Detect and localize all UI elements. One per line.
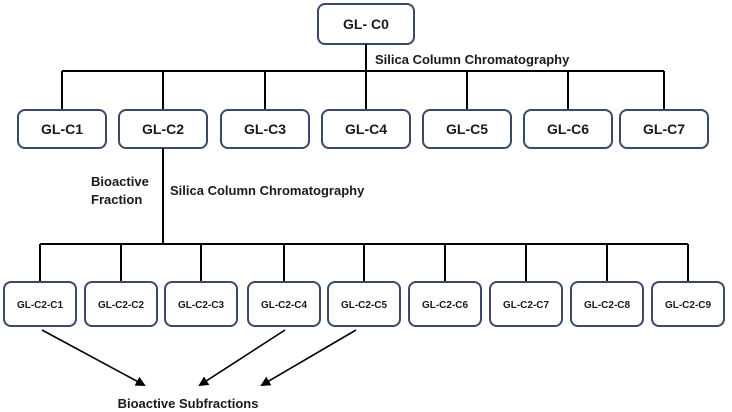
level2-node-label: GL-C2-C4 [261, 300, 308, 311]
level2-node: GL-C2-C4 [247, 281, 321, 327]
result-label: Bioactive Subfractions [118, 396, 259, 411]
step1-method-label: Silica Column Chromatography [375, 52, 570, 67]
level1-node: GL-C5 [422, 109, 512, 149]
level1-node-label: GL-C4 [345, 121, 387, 137]
arrow-from-c2-c5 [260, 329, 357, 387]
level2-node-label: GL-C2-C9 [665, 300, 712, 311]
level1-node-label: GL-C3 [244, 121, 286, 137]
bioactive-label-line1: Bioactive [91, 174, 149, 189]
level1-node-label: GL-C5 [446, 121, 488, 137]
level2-node-label: GL-C2-C5 [341, 300, 388, 311]
level1-node-label: GL-C2 [142, 121, 184, 137]
root-node-label: GL- C0 [343, 16, 389, 32]
level2-node-label: GL-C2-C6 [422, 300, 469, 311]
arrow-from-c2-c1 [41, 329, 146, 386]
level2-node: GL-C2-C5 [327, 281, 401, 327]
level1-node-label: GL-C7 [643, 121, 685, 137]
arrow-from-c2-c4 [198, 329, 286, 387]
level1-node-label: GL-C1 [41, 121, 83, 137]
level2-node-label: GL-C2-C2 [98, 300, 145, 311]
level2-node: GL-C2-C8 [570, 281, 644, 327]
level1-node: GL-C3 [220, 109, 310, 149]
level2-node: GL-C2-C9 [651, 281, 725, 327]
root-node: GL- C0 [317, 3, 415, 45]
level1-group: GL-C1 GL-C2 GL-C3 GL-C4 GL-C5 GL-C6 GL-C7 [17, 71, 709, 149]
level1-node: GL-C7 [619, 109, 709, 149]
level2-node: GL-C2-C7 [489, 281, 563, 327]
level1-node: GL-C4 [321, 109, 411, 149]
level2-node-label: GL-C2-C7 [503, 300, 550, 311]
level2-node-label: GL-C2-C8 [584, 300, 631, 311]
level2-node-label: GL-C2-C1 [17, 300, 64, 311]
level2-node: GL-C2-C2 [84, 281, 158, 327]
level1-node: GL-C2 [118, 109, 208, 149]
level2-node-label: GL-C2-C3 [178, 300, 225, 311]
level2-node: GL-C2-C3 [164, 281, 238, 327]
level1-node-label: GL-C6 [547, 121, 589, 137]
level2-node: GL-C2-C1 [3, 281, 77, 327]
step2-method-label: Silica Column Chromatography [170, 183, 365, 198]
level2-group: GL-C2-C1 GL-C2-C2 GL-C2-C3 GL-C2-C4 GL-C2-C5… [3, 244, 725, 327]
level1-node: GL-C6 [523, 109, 613, 149]
level2-node: GL-C2-C6 [408, 281, 482, 327]
bioactive-label-line2: Fraction [91, 192, 142, 207]
level1-node: GL-C1 [17, 109, 107, 149]
